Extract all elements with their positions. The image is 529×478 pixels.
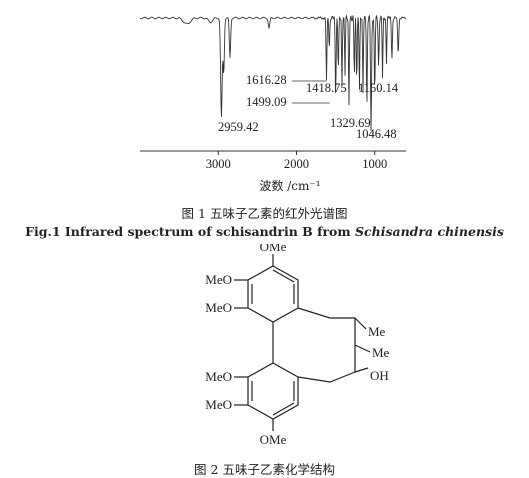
peak-label: 1150.14	[358, 81, 399, 95]
label-ome-top: OMe	[260, 244, 287, 254]
label-meo-4: MeO	[205, 397, 232, 412]
peak-label: 1499.09	[246, 95, 287, 109]
figure1-caption-en: Fig.1 Infrared spectrum of schisandrin B…	[25, 224, 504, 239]
peak-labels: 2959.42 1616.28 1499.09 1418.75 1329.69 1150.…	[218, 73, 399, 141]
label-meo-3: MeO	[205, 369, 232, 384]
x-tick-label: 2000	[284, 157, 309, 171]
peak-label: 1046.48	[356, 127, 397, 141]
spectrum-line	[139, 14, 406, 131]
label-me-1: Me	[368, 324, 386, 339]
label-meo-2: MeO	[205, 300, 232, 315]
ir-spectrum-chart: 3000 2000 1000 2959.42 1616.28 1499.09 1418.7…	[139, 14, 406, 193]
label-meo-1: MeO	[205, 272, 232, 287]
figure2-caption-cn: 图 2 五味子乙素化学结构	[194, 462, 335, 477]
label-me-2: Me	[372, 345, 390, 360]
figure1-caption-cn: 图 1 五味子乙素的红外光谱图	[181, 206, 348, 221]
peak-label: 2959.42	[218, 120, 259, 134]
peak-label: 1418.75	[306, 81, 347, 95]
structure-bonds	[234, 254, 371, 431]
x-axis-label: 波数 /cm⁻¹	[259, 178, 320, 193]
peak-label: 1329.69	[330, 116, 371, 130]
schisandrin-b-structure: OMe MeO MeO MeO MeO OMe Me Me OH	[205, 244, 390, 447]
x-tick-label: 1000	[362, 157, 387, 171]
x-axis-ticks: 3000 2000 1000	[206, 151, 387, 171]
label-ome-bottom: OMe	[260, 432, 287, 447]
label-oh: OH	[370, 368, 389, 383]
peak-label: 1616.28	[246, 73, 287, 87]
x-tick-label: 3000	[206, 157, 231, 171]
